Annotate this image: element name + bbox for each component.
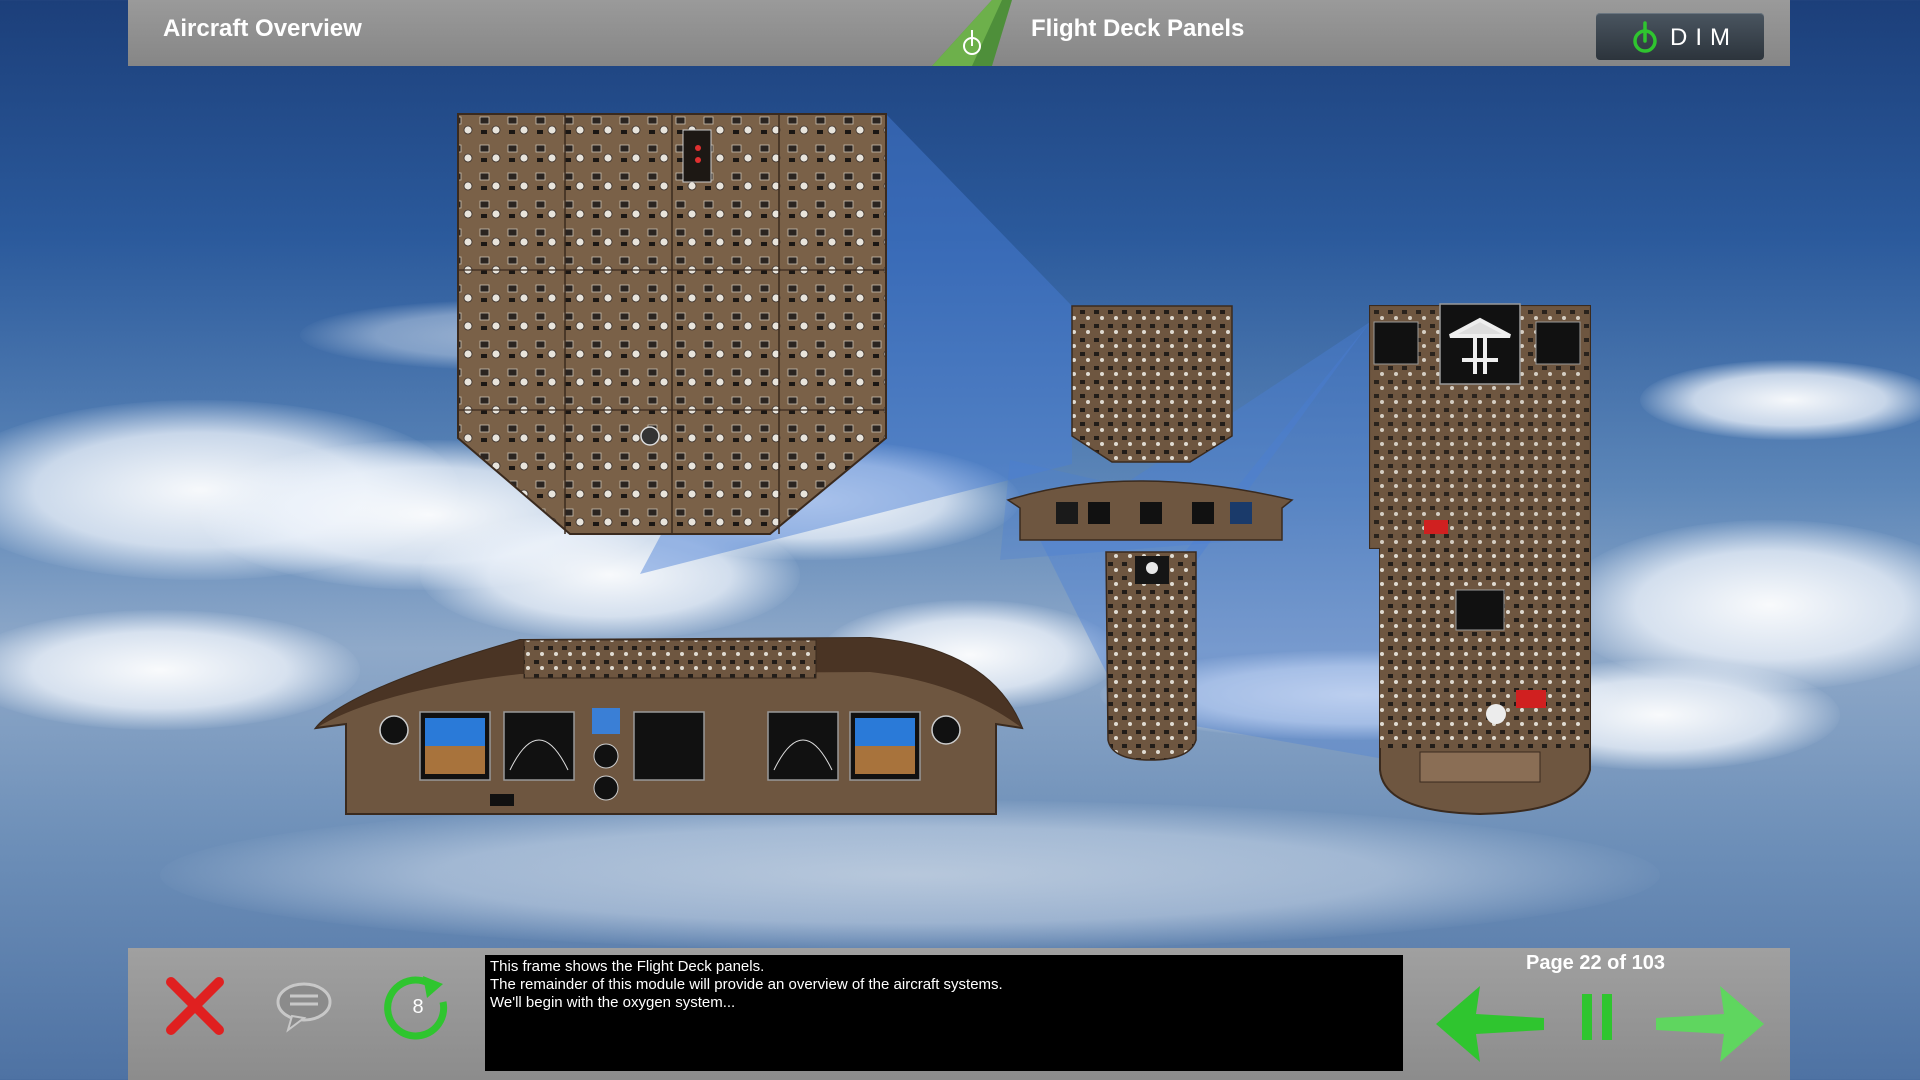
pause-icon[interactable] bbox=[1580, 990, 1616, 1044]
replay-icon bbox=[384, 976, 448, 1040]
narration-line: We'll begin with the oxygen system... bbox=[490, 994, 736, 1011]
narration-text-box: This frame shows the Flight Deck panels.… bbox=[485, 955, 1403, 1071]
power-icon bbox=[1633, 21, 1657, 53]
footer-bar: 8 This frame shows the Flight Deck panel… bbox=[128, 948, 1790, 1080]
page-title: Flight Deck Panels bbox=[1031, 15, 1245, 42]
dim-label: DIM bbox=[1670, 24, 1738, 51]
main-instrument-panel bbox=[313, 636, 1024, 815]
header-bar: Aircraft Overview Flight Deck Panels DIM bbox=[128, 0, 1790, 66]
overhead-panel-large bbox=[457, 113, 887, 535]
page-indicator: Page 22 of 103 bbox=[1526, 952, 1665, 974]
narration-line: This frame shows the Flight Deck panels. bbox=[490, 958, 765, 975]
right-edge bbox=[1790, 0, 1920, 1080]
pedestal-large bbox=[1369, 303, 1591, 816]
dim-button[interactable]: DIM bbox=[1596, 13, 1764, 60]
arrow-left-icon[interactable] bbox=[1436, 984, 1546, 1064]
glareshield-small bbox=[1006, 480, 1294, 541]
narration-line: The remainder of this module will provid… bbox=[490, 976, 1003, 993]
tail-fin-logo-icon bbox=[932, 0, 1012, 66]
arrow-right-icon[interactable] bbox=[1654, 984, 1764, 1064]
section-title: Aircraft Overview bbox=[163, 15, 362, 42]
speech-bubble-icon[interactable] bbox=[274, 978, 334, 1034]
replay-count: 8 bbox=[412, 996, 424, 1018]
replay-button[interactable]: 8 bbox=[383, 972, 453, 1042]
close-icon[interactable] bbox=[163, 974, 227, 1038]
pedestal-small bbox=[1105, 551, 1197, 761]
overhead-panel-small bbox=[1071, 305, 1233, 463]
